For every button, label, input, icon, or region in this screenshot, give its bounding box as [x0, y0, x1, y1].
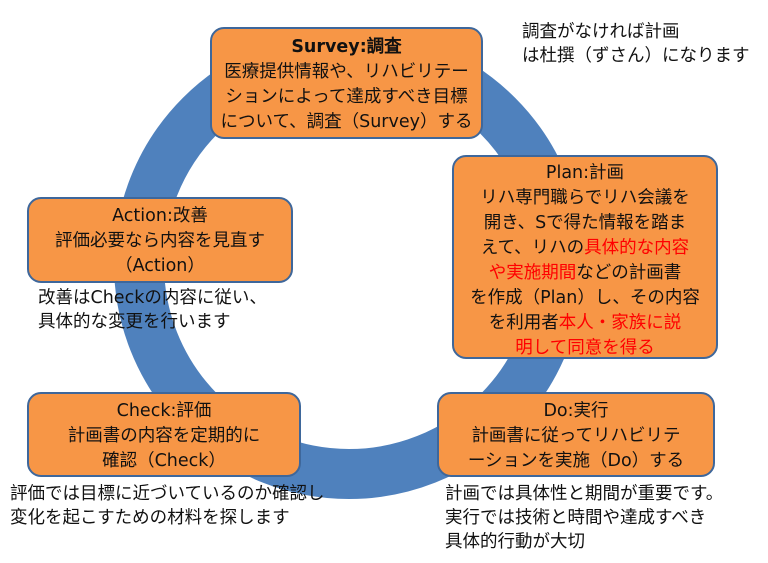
survey-line: 医療提供情報や、リハビリテー	[224, 62, 469, 82]
survey-box: Survey:調査 医療提供情報や、リハビリテー ションによって達成すべき目標 …	[210, 27, 483, 139]
do-note: 計画では具体性と期間が重要です。 実行では技術と時間や達成すべき 具体的行動が大…	[445, 482, 723, 554]
check-line: 計画書の内容を定期的に	[67, 426, 261, 446]
action-note: 改善はCheckの内容に従い、 具体的な変更を行います	[38, 286, 267, 334]
survey-line: について、調査（Survey）する	[220, 112, 473, 132]
plan-line: を利用者	[488, 313, 559, 333]
survey-line: ションによって達成すべき目標	[225, 87, 468, 107]
check-note: 評価では目標に近づいているのか確認し 変化を起こすための材料を探します	[10, 482, 324, 530]
note-line: 改善はCheckの内容に従い、	[38, 288, 267, 308]
note-line: 具体的行動が大切	[445, 532, 585, 552]
survey-note: 調査がなければ計画 は杜撰（ずさん）になります	[522, 20, 750, 68]
plan-highlight: 具体的な内容	[584, 238, 690, 258]
plan-highlight: 本人・家族に説	[558, 313, 682, 333]
action-line: （Action）	[115, 256, 205, 276]
note-line: 実行では技術と時間や達成すべき	[445, 508, 707, 528]
note-line: 具体的な変更を行います	[38, 312, 231, 332]
do-title: Do:実行	[543, 401, 609, 421]
do-line: ーションを実施（Do）する	[467, 451, 685, 471]
plan-highlight: 明して同意を得る	[515, 338, 655, 358]
plan-line: えて、リハの	[480, 238, 585, 258]
check-box: Check:評価 計画書の内容を定期的に 確認（Check）	[27, 392, 301, 477]
note-line: 評価では目標に近づいているのか確認し	[10, 484, 325, 504]
plan-box: Plan:計画 リハ専門職らでリハ会議を 開き、Sで得た情報を踏ま えて、リハの…	[452, 155, 718, 359]
action-box: Action:改善 評価必要なら内容を見直す （Action）	[27, 197, 293, 283]
check-line: 確認（Check）	[102, 451, 226, 471]
plan-highlight: や実施期間	[488, 263, 577, 283]
do-box: Do:実行 計画書に従ってリハビリテ ーションを実施（Do）する	[437, 392, 715, 477]
note-line: 調査がなければ計画	[522, 22, 680, 42]
do-line: 計画書に従ってリハビリテ	[471, 426, 681, 446]
plan-title: Plan:計画	[545, 163, 625, 183]
plan-line: 開き、Sで得た情報を踏ま	[483, 213, 687, 233]
plan-line: を作成（Plan）し、その内容	[470, 288, 700, 308]
check-title: Check:評価	[116, 401, 212, 421]
note-line: 変化を起こすための材料を探します	[10, 508, 290, 528]
note-line: 計画では具体性と期間が重要です。	[445, 484, 724, 504]
note-line: は杜撰（ずさん）になります	[522, 46, 750, 66]
survey-title: Survey:調査	[291, 37, 402, 57]
plan-line: リハ専門職らでリハ会議を	[480, 188, 690, 208]
action-title: Action:改善	[112, 206, 208, 226]
plan-line: などの計画書	[576, 263, 682, 283]
action-line: 評価必要なら内容を見直す	[55, 231, 265, 251]
